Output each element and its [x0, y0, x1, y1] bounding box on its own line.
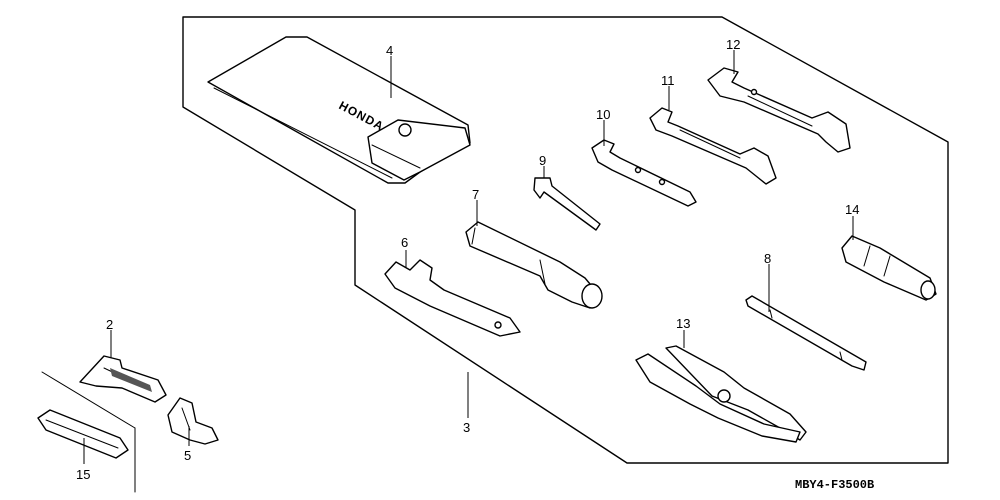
open-end-wrench-11: [649, 107, 777, 185]
callout-7: 7: [472, 187, 479, 202]
pliers: [635, 345, 807, 443]
strap-clip: [79, 355, 167, 403]
callout-14: 14: [845, 202, 859, 217]
hook-bracket: [167, 397, 219, 445]
screwdriver-bit: [745, 295, 867, 371]
callout-6: 6: [401, 235, 408, 250]
callout-12: 12: [726, 37, 740, 52]
pin-spanner: [384, 259, 521, 337]
sub-boundary-upper: [41, 371, 136, 429]
kit-boundary: [182, 16, 949, 464]
hex-key: [533, 177, 601, 231]
socket-wrench: [465, 221, 603, 309]
rubber-band: [37, 409, 129, 459]
callout-2: 2: [106, 317, 113, 332]
callout-3: 3: [463, 420, 470, 435]
small-wrench: [591, 139, 697, 207]
open-end-wrench-12: [707, 67, 851, 153]
callout-11: 11: [661, 73, 675, 88]
callout-9: 9: [539, 153, 546, 168]
diagram-code: MBY4-F3500B: [795, 478, 874, 492]
tool-pouch: HONDA: [207, 36, 471, 184]
callout-15: 15: [76, 467, 90, 482]
callout-8: 8: [764, 251, 771, 266]
callout-4: 4: [386, 43, 393, 58]
callout-5: 5: [184, 448, 191, 463]
screwdriver-handle: [841, 235, 937, 301]
callout-10: 10: [596, 107, 610, 122]
callout-13: 13: [676, 316, 690, 331]
